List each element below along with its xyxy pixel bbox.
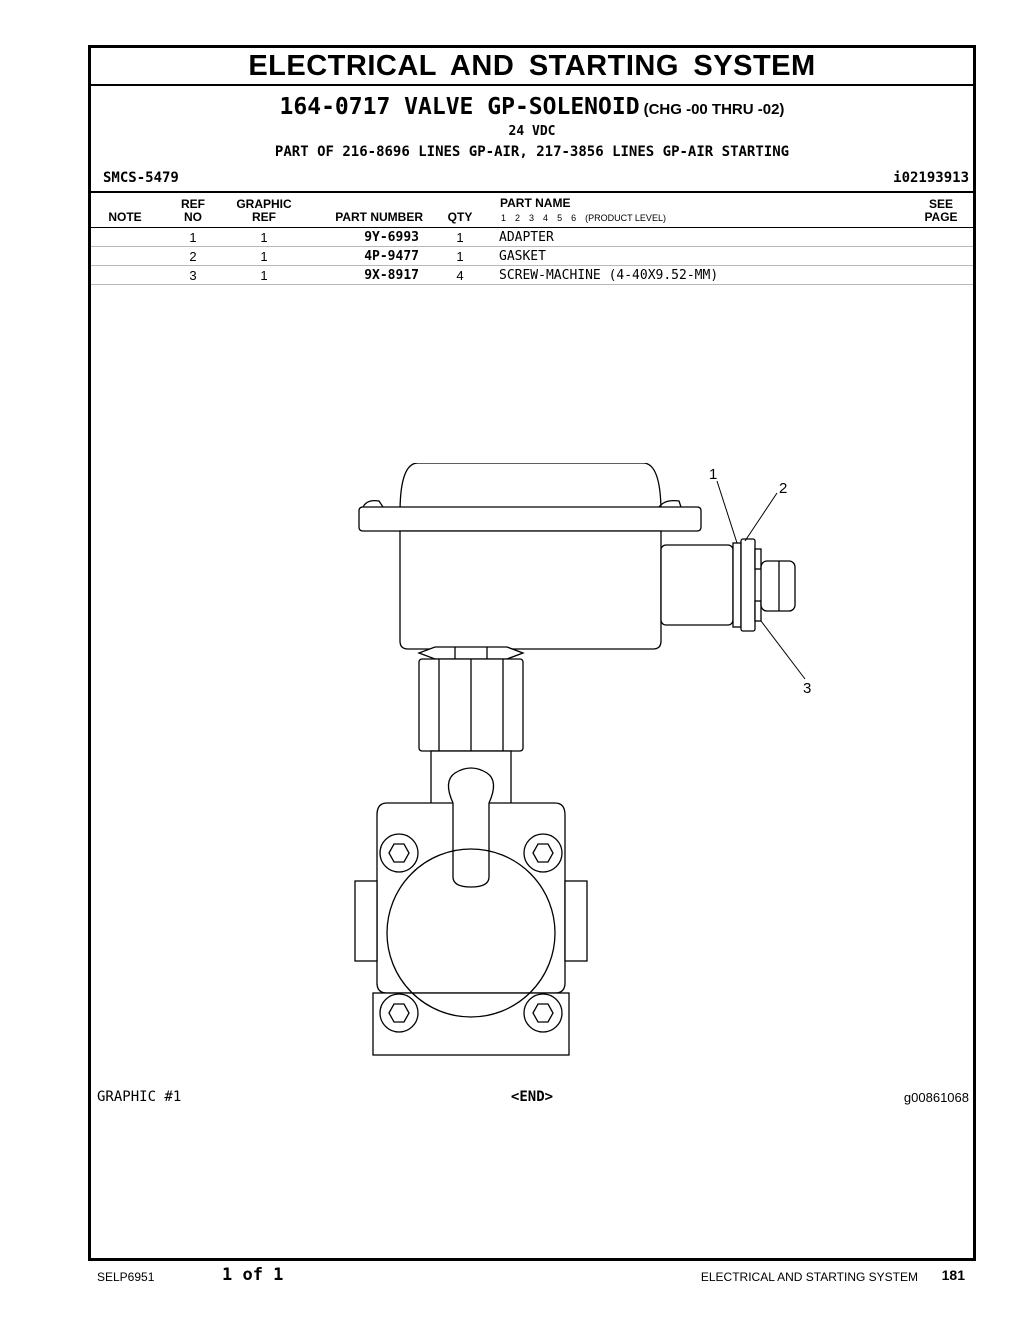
- table-row: 3 1 9X-8917 4 SCREW-MACHINE (4-40X9.52-M…: [91, 266, 973, 285]
- col-note: NOTE: [108, 210, 142, 224]
- row-part-name: ADAPTER: [499, 230, 554, 245]
- col-graphic-top: GRAPHIC: [236, 197, 292, 211]
- col-ref-bottom: NO: [184, 210, 202, 224]
- page-title: ELECTRICAL AND STARTING SYSTEM: [248, 50, 816, 82]
- callout-2: 2: [779, 480, 787, 497]
- col-graphic-bottom: REF: [252, 210, 276, 224]
- smcs-code: SMCS-5479: [103, 170, 179, 186]
- row-ref: 2: [189, 249, 197, 264]
- row-graphic-ref: 1: [260, 268, 268, 283]
- footer-page-count: 1 of 1: [222, 1265, 284, 1285]
- table-row: 1 1 9Y-6993 1 ADAPTER: [91, 228, 973, 247]
- footer-section: ELECTRICAL AND STARTING SYSTEM: [700, 1270, 918, 1284]
- part-of-line: PART OF 216-8696 LINES GP-AIR, 217-3856 …: [274, 144, 790, 160]
- col-graphic-ref: GRAPHIC REF: [229, 198, 299, 224]
- row-ref: 3: [189, 268, 197, 283]
- title-bar: ELECTRICAL AND STARTING SYSTEM: [91, 48, 973, 86]
- graphic-id: g00861068: [903, 1090, 969, 1105]
- col-qty: QTY: [447, 210, 473, 224]
- bolt-top-right: [523, 833, 563, 873]
- product-level-2: 2: [515, 213, 521, 223]
- bolt-top-left: [379, 833, 419, 873]
- row-qty: 4: [456, 268, 464, 283]
- product-level-6: 6: [571, 213, 577, 223]
- column-header-rule: [91, 227, 973, 228]
- row-part-number: 9Y-6993: [364, 230, 419, 245]
- header-rule: [91, 191, 973, 193]
- row-part-number: 9X-8917: [364, 268, 419, 283]
- row-part-number: 4P-9477: [364, 249, 419, 264]
- col-see-page: SEE PAGE: [919, 198, 963, 224]
- footer-page-number: 181: [941, 1267, 965, 1283]
- row-graphic-ref: 1: [260, 249, 268, 264]
- end-marker: <END>: [510, 1089, 554, 1105]
- row-qty: 1: [456, 230, 464, 245]
- bolt-bottom-left: [379, 993, 419, 1033]
- product-level-label: (PRODUCT LEVEL): [585, 213, 666, 223]
- col-ref-top: REF: [181, 197, 205, 211]
- row-ref: 1: [189, 230, 197, 245]
- row-part-name: GASKET: [499, 249, 546, 264]
- bolt-bottom-right: [523, 993, 563, 1033]
- col-part-number: PART NUMBER: [335, 210, 423, 224]
- row-qty: 1: [456, 249, 464, 264]
- voltage: 24 VDC: [508, 124, 556, 139]
- graphic-label: GRAPHIC #1: [97, 1089, 182, 1105]
- table-row: 2 1 4P-9477 1 GASKET: [91, 247, 973, 266]
- footer-doc: SELP6951: [97, 1270, 155, 1284]
- part-change-range: (CHG -00 THRU -02): [643, 101, 785, 118]
- doc-id: i02193913: [893, 170, 969, 186]
- product-level-3: 3: [529, 213, 535, 223]
- callout-3: 3: [803, 680, 811, 697]
- col-see-bottom: PAGE: [924, 210, 958, 224]
- col-part-name: PART NAME: [500, 196, 571, 210]
- product-level-4: 4: [543, 213, 549, 223]
- page-frame: ELECTRICAL AND STARTING SYSTEM 164-0717 …: [88, 45, 976, 1261]
- row-graphic-ref: 1: [260, 230, 268, 245]
- solenoid-valve-drawing: 1 2 3: [354, 463, 811, 1056]
- part-heading: 164-0717 VALVE GP-SOLENOID(CHG -00 THRU …: [91, 94, 973, 120]
- col-see-top: SEE: [928, 197, 953, 211]
- row-part-name: SCREW-MACHINE (4-40X9.52-MM): [499, 268, 719, 283]
- part-title: 164-0717 VALVE GP-SOLENOID: [279, 94, 640, 120]
- callout-1: 1: [709, 466, 717, 483]
- product-level-5: 5: [557, 213, 563, 223]
- col-ref: REF NO: [175, 198, 211, 224]
- product-level-1: 1: [501, 213, 507, 223]
